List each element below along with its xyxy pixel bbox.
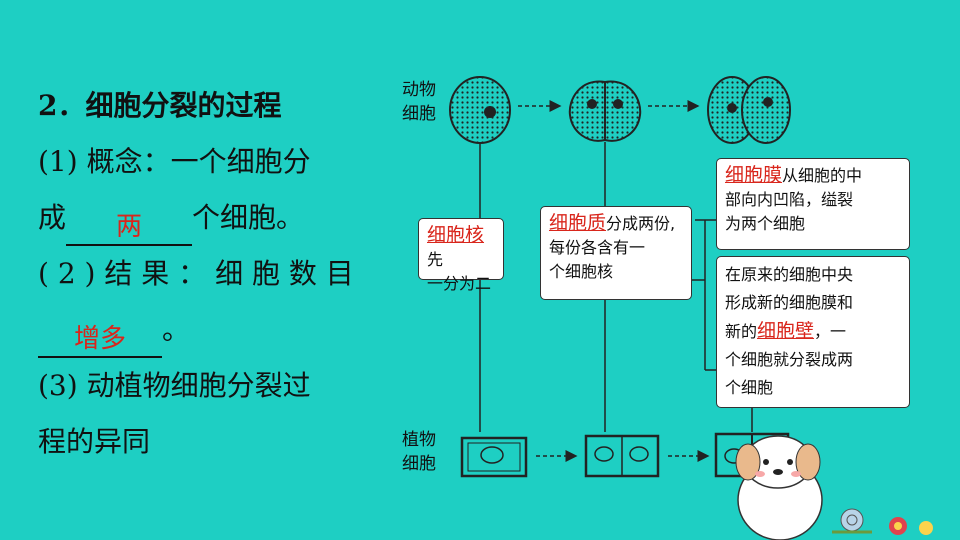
box-nucleus: 细胞核先 一分为二 <box>418 218 504 293</box>
concept-blank: 两 <box>66 210 193 246</box>
plant-label: 植物 细胞 <box>402 430 436 474</box>
section-heading: 2．细胞分裂的过程 <box>38 89 282 122</box>
result-line-2: 增多。 <box>38 302 368 358</box>
concept-answer: 两 <box>116 212 143 242</box>
result-answer: 增多 <box>73 324 126 354</box>
result-blank: 增多 <box>38 322 162 358</box>
compare-line: (3) 动植物细胞分裂过 <box>38 369 311 402</box>
result-line: ( 2 ) 结 果 ： 细 胞 数 目 <box>38 257 354 290</box>
box-membrane: 细胞膜从细胞的中 部向内凹陷，缢裂 为两个细胞 <box>716 158 910 250</box>
plant-cell-1 <box>460 436 528 478</box>
cell-division-diagram: 动物 细胞 植物 细胞 细胞核先 一分为二 细胞质分成两份, 每份各含有一 个细… <box>390 70 960 540</box>
left-text-panel: 2．细胞分裂的过程 (1) 概念：一个细胞分 成两个细胞。 ( 2 ) 结 果 … <box>38 78 368 470</box>
concept-line-2: 成两个细胞。 <box>38 190 368 246</box>
compare-line-2: 程的异同 <box>38 425 151 458</box>
animal-cell-1 <box>449 76 511 144</box>
box-cytoplasm: 细胞质分成两份, 每份各含有一 个细胞核 <box>540 206 692 300</box>
animal-label: 动物 细胞 <box>402 80 436 124</box>
concept-line: (1) 概念：一个细胞分 <box>38 145 311 178</box>
box-wall: 在原来的细胞中央 形成新的细胞膜和 新的细胞壁，一 个细胞就分裂成两 个细胞 <box>716 256 910 408</box>
diagram-graphics <box>449 76 791 478</box>
animal-cell-3b <box>741 76 791 144</box>
